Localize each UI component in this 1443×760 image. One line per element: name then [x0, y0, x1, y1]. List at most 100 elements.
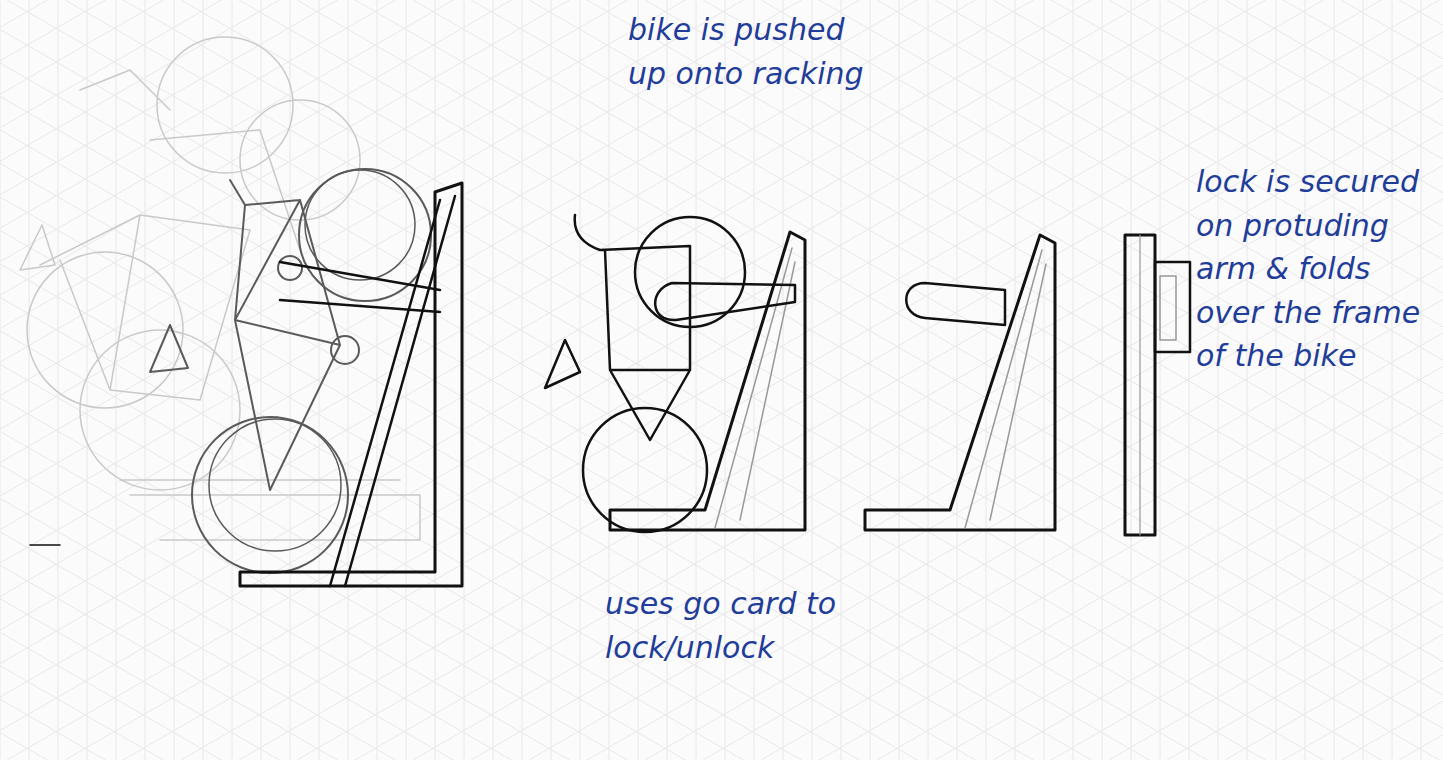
grid-line	[1363, 0, 1364, 760]
grid-line	[1305, 0, 1306, 760]
bike-seat	[150, 325, 188, 372]
grid-line	[116, 0, 117, 760]
grid-line	[870, 0, 871, 760]
grid-line	[0, 0, 1033, 760]
rack-brace	[715, 248, 795, 528]
grid-line	[413, 0, 1443, 760]
grid-line	[0, 0, 221, 760]
grid-line	[0, 0, 105, 760]
grid-line	[1399, 0, 1443, 760]
rack-frame	[610, 232, 805, 530]
bike-frame	[575, 215, 690, 440]
grid-line	[0, 0, 1, 760]
grid-line	[0, 0, 337, 760]
grid-line	[87, 0, 88, 760]
grid-line	[0, 0, 917, 760]
rack-frame	[240, 183, 462, 586]
grid-line	[0, 0, 511, 760]
grid-line	[174, 0, 175, 760]
grid-line	[935, 0, 1443, 760]
grid-line	[203, 0, 204, 760]
grid-line	[1247, 0, 1248, 760]
grid-line	[0, 0, 685, 760]
bike-wheel	[192, 417, 348, 573]
grid-line	[0, 0, 1091, 760]
grid-line	[290, 0, 291, 760]
grid-line	[0, 0, 395, 760]
bike-wheel	[583, 408, 707, 532]
grid-line	[841, 0, 842, 760]
rack-arm	[655, 283, 795, 320]
grid-line	[123, 0, 1439, 760]
grid-line	[812, 0, 813, 760]
grid-line	[703, 0, 1443, 760]
grid-line	[7, 0, 1323, 760]
grid-line	[0, 0, 1149, 760]
grid-line	[319, 0, 320, 760]
handwritten-note: uses go card to lock/unlock	[605, 582, 935, 669]
grid-line	[1283, 0, 1443, 760]
grid-line	[993, 0, 1443, 760]
grid-line	[1015, 0, 1016, 760]
handwritten-note: lock is secured on protuding arm & folds…	[1196, 160, 1421, 378]
grid-line	[1399, 0, 1443, 760]
lock-unit	[278, 256, 302, 280]
grid-line	[761, 0, 1443, 760]
grid-line	[0, 0, 1207, 760]
ghost-seat	[20, 225, 55, 270]
ghost-rack	[130, 495, 420, 540]
grid-line	[1109, 0, 1443, 760]
grid-line	[1283, 0, 1443, 760]
grid-line	[1341, 0, 1443, 760]
grid-line	[145, 0, 146, 760]
rack-arm	[280, 262, 440, 312]
grid-line	[1225, 0, 1443, 760]
lock-inner	[1160, 276, 1176, 340]
grid-line	[1218, 0, 1219, 760]
grid-line	[587, 0, 1443, 760]
bike-frame	[230, 180, 340, 490]
grid-line	[877, 0, 1443, 760]
grid-line	[0, 0, 1265, 760]
grid-line	[239, 0, 1443, 760]
grid-line	[7, 0, 1323, 760]
bike-seat	[545, 340, 580, 388]
grid-line	[0, 0, 685, 760]
grid-line	[0, 0, 511, 760]
grid-line	[1073, 0, 1074, 760]
bike-crank	[331, 336, 359, 364]
grid-line	[1276, 0, 1277, 760]
grid-line	[181, 0, 1443, 760]
grid-line	[957, 0, 958, 760]
rack-post-side	[1125, 235, 1155, 535]
grid-line	[123, 0, 1439, 760]
grid-line	[551, 0, 552, 760]
grid-line	[0, 0, 1207, 760]
grid-line	[493, 0, 494, 760]
grid-line	[0, 0, 1149, 760]
grid-line	[522, 0, 523, 760]
lock-arm-side	[1155, 262, 1190, 352]
grid-line	[0, 0, 105, 760]
grid-line	[1044, 0, 1045, 760]
grid-line	[899, 0, 900, 760]
grid-line	[1392, 0, 1393, 760]
grid-line	[0, 0, 1091, 760]
grid-line	[239, 0, 1443, 760]
grid-line	[783, 0, 784, 760]
grid-line	[355, 0, 1443, 760]
grid-line	[0, 0, 569, 760]
ghost-wheel	[80, 330, 240, 490]
grid-line	[0, 0, 1265, 760]
ghost-wheel	[157, 37, 293, 173]
handwritten-note: bike is pushed up onto racking	[628, 8, 878, 95]
grid-line	[355, 0, 1443, 760]
grid-line	[993, 0, 1443, 760]
grid-line	[703, 0, 1443, 760]
grid-line	[0, 0, 627, 760]
grid-line	[232, 0, 233, 760]
grid-line	[1051, 0, 1443, 760]
grid-line	[0, 0, 917, 760]
grid-line	[928, 0, 929, 760]
grid-line	[297, 0, 1443, 760]
